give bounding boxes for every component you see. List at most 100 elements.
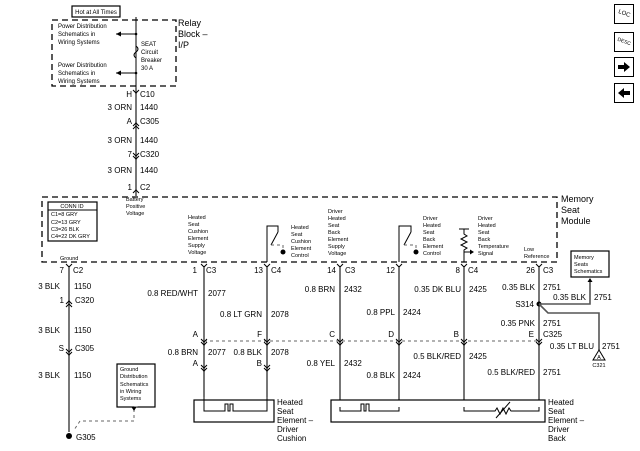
temp-signal-label: Signal xyxy=(478,251,493,257)
circuit-number: 2077 xyxy=(208,289,226,298)
c321-triangle-icon xyxy=(592,349,606,361)
circuit-number: 2751 xyxy=(602,342,620,351)
memory-seats-text: Schematics xyxy=(574,269,603,275)
connector-c10-icon xyxy=(132,89,140,94)
breaker-label-3: Breaker xyxy=(141,58,162,64)
cushion-heater-element-icon xyxy=(203,397,268,412)
next-button[interactable] xyxy=(614,57,634,77)
element-connector-symbols xyxy=(200,364,271,372)
pin-label: H xyxy=(126,90,132,99)
circuit-number: 2425 xyxy=(469,352,487,361)
previous-button[interactable] xyxy=(614,83,634,103)
cushion-control-label: Cushion xyxy=(291,239,311,245)
cushion-element-label: Cushion xyxy=(277,434,306,443)
back-supply-label: Seat xyxy=(328,223,340,229)
back-temp-sensor-icon xyxy=(463,406,540,416)
cushion-control-label: Seat xyxy=(291,232,303,238)
ground-dist-arrow-icon xyxy=(131,407,137,411)
junction-dot xyxy=(134,32,138,36)
low-ref-label: Low xyxy=(524,247,534,253)
back-element-label: Heated xyxy=(548,398,574,407)
wire-color: 0.8 RED/WHT xyxy=(147,289,198,298)
cushion-switch-wire xyxy=(266,225,279,262)
module-title-2: Seat xyxy=(561,205,580,215)
battery-label-2: Positive xyxy=(126,204,145,210)
memory-seats-schematics-ref-box[interactable] xyxy=(570,250,610,278)
c325-pin: A xyxy=(193,330,199,339)
pin-connector: C3 xyxy=(543,266,554,275)
relay-block-boundary xyxy=(51,19,177,87)
back-element-label: Element – xyxy=(548,416,585,425)
desc-button[interactable]: DESC xyxy=(614,32,634,52)
loc-label: LOC xyxy=(617,9,631,19)
c325-pin: E xyxy=(529,330,534,339)
back-element-box xyxy=(330,399,546,423)
c325-connector-symbols xyxy=(200,338,543,346)
low-ref-label: Reference xyxy=(524,254,549,260)
connector-c2-icon xyxy=(132,189,140,194)
c325-pin: C xyxy=(329,330,335,339)
circuit-breaker-icon xyxy=(133,45,139,59)
breaker-label-2: Circuit xyxy=(141,50,158,56)
connector-label: C305 xyxy=(140,117,160,126)
circuit-number: 1440 xyxy=(140,136,158,145)
connector-label: C305 xyxy=(75,344,95,353)
power-dist-2-line2: Schematics in xyxy=(58,71,95,77)
relay-block-title-3: I/P xyxy=(178,40,189,50)
power-dist-2-line3: Wiring Systems xyxy=(58,79,100,85)
conn-id-row: C1=8 GRY xyxy=(51,212,78,218)
back-control-label: Element xyxy=(423,244,444,250)
circuit-number: 2751 xyxy=(594,293,612,302)
cushion-switch-link xyxy=(271,244,284,250)
wire-color: 0.8 BRN xyxy=(168,348,198,357)
circuit-number: 2424 xyxy=(403,308,421,317)
cushion-element-label: Seat xyxy=(277,407,294,416)
conn-id-row: C2=13 GRY xyxy=(51,220,81,226)
circuit-number: 2751 xyxy=(543,283,561,292)
temp-signal-label: Seat xyxy=(478,230,490,236)
ground-distribution-ref-box[interactable] xyxy=(116,363,156,408)
wire-color: 3 ORN xyxy=(108,136,133,145)
circuit-number: 1440 xyxy=(140,103,158,112)
pin-number: 8 xyxy=(456,266,461,275)
loc-button[interactable]: LOC xyxy=(614,4,634,24)
wire-color: 0.35 BLK xyxy=(553,293,587,302)
back-supply-label: Driver xyxy=(328,209,343,215)
wire-color: 0.5 BLK/RED xyxy=(413,352,461,361)
circuit-number: 1440 xyxy=(140,166,158,175)
thermistor-arrow-icon xyxy=(495,401,511,419)
pin-number: 12 xyxy=(386,266,395,275)
wire-color: 0.8 LT GRN xyxy=(220,310,262,319)
temp-signal-label: Driver xyxy=(478,216,493,222)
pin-connector: C3 xyxy=(206,266,217,275)
ground-label: Ground xyxy=(60,256,78,262)
back-supply-label: Supply xyxy=(328,244,345,250)
connector-c320-icon xyxy=(132,152,140,160)
conn-id-box xyxy=(47,201,98,242)
c325-pin: F xyxy=(257,330,262,339)
connector-label: C320 xyxy=(75,296,95,305)
c325-conn-label: C325 xyxy=(543,330,563,339)
wire-color: 3 BLK xyxy=(38,371,60,380)
pin-number: 14 xyxy=(327,266,336,275)
circuit-number: 1150 xyxy=(74,282,92,291)
conn-id-row: C3=26 BLK xyxy=(51,227,80,233)
back-control-label: Driver xyxy=(423,216,438,222)
pin-connector: C2 xyxy=(73,266,84,275)
wire-color: 3 ORN xyxy=(108,166,133,175)
cushion-control-label: Element xyxy=(291,246,312,252)
wire-color: 0.35 DK BLU xyxy=(414,285,461,294)
back-element-label: Back xyxy=(548,434,567,443)
arrow-power-2-icon xyxy=(116,70,121,76)
temp-pullup-resistor-icon xyxy=(459,228,469,262)
back-control-label: Control xyxy=(423,251,441,257)
back-switch-wire xyxy=(398,225,412,262)
circuit-number: 1150 xyxy=(74,326,92,335)
wire-color: 0.35 BLK xyxy=(502,283,536,292)
back-supply-label: Back xyxy=(328,230,340,236)
cushion-supply-label: Cushion xyxy=(188,229,208,235)
memory-seats-arrow-icon xyxy=(587,278,593,282)
pin-number: 13 xyxy=(254,266,263,275)
c321-pin-label: A xyxy=(597,355,601,361)
wire-2751-to-memory-seats xyxy=(539,280,591,305)
